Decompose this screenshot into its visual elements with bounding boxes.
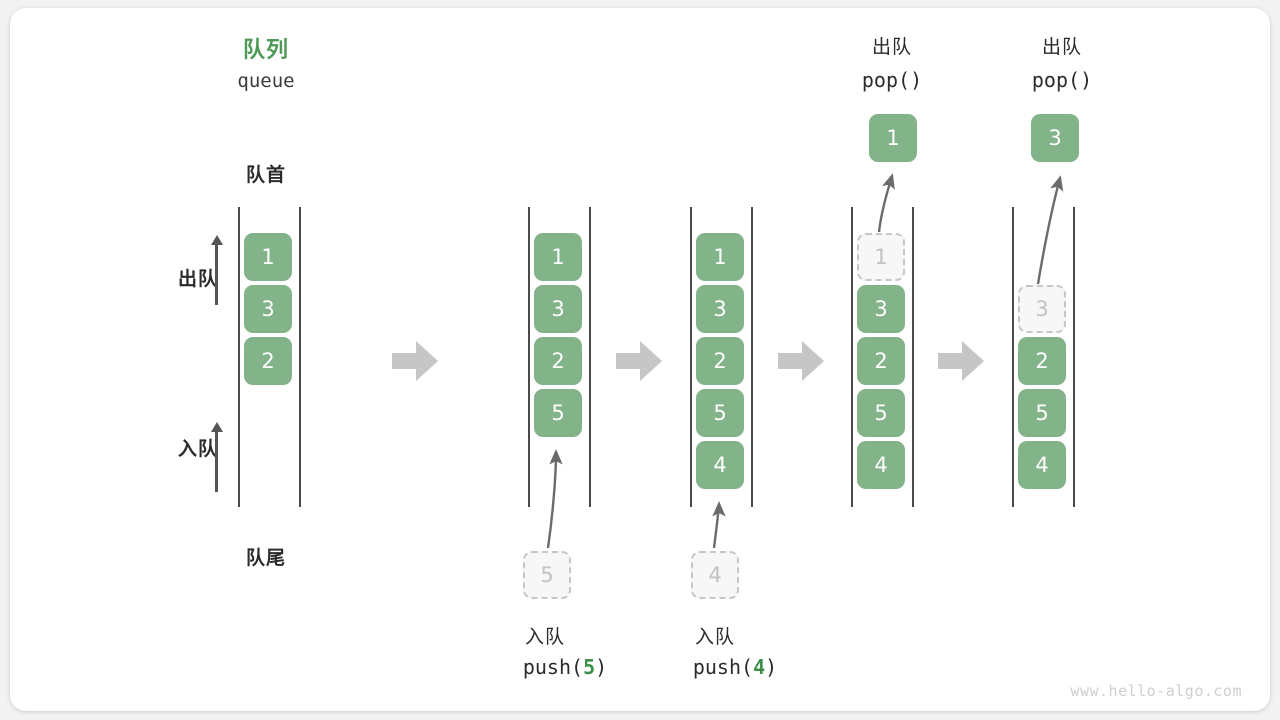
operation-label-code: pop() bbox=[982, 68, 1142, 92]
op-code-suffix: ) bbox=[1080, 68, 1093, 92]
queue-cell-new: 4 bbox=[696, 441, 744, 489]
step-arrow-icon bbox=[938, 341, 984, 381]
queue-rail-left-stage-1 bbox=[238, 207, 240, 507]
queue-cell: 2 bbox=[696, 337, 744, 385]
queue-cell: 3 bbox=[857, 285, 905, 333]
queue-cell: 5 bbox=[1018, 389, 1066, 437]
popped-element: 1 bbox=[869, 114, 917, 162]
front-label: 队首 bbox=[245, 164, 286, 186]
queue-cell: 5 bbox=[857, 389, 905, 437]
incoming-element-ghost: 4 bbox=[691, 551, 739, 599]
queue-rail-left-stage-5 bbox=[1012, 207, 1014, 507]
op-code-arg: 5 bbox=[583, 655, 596, 679]
enqueue-label: 入队 bbox=[177, 438, 218, 460]
page-title-en: queue bbox=[237, 70, 295, 92]
operation-label-cn: 入队 bbox=[694, 626, 735, 648]
op-code-suffix: ) bbox=[765, 655, 778, 679]
queue-rail-right-stage-2 bbox=[589, 207, 591, 507]
queue-rail-left-stage-4 bbox=[851, 207, 853, 507]
operation-label-code: push(5) bbox=[465, 655, 665, 679]
queue-cell: 1 bbox=[244, 233, 292, 281]
queue-rail-left-stage-2 bbox=[528, 207, 530, 507]
op-code-arg: 4 bbox=[753, 655, 766, 679]
operation-label-cn: 出队 bbox=[871, 36, 912, 58]
queue-cell: 4 bbox=[857, 441, 905, 489]
queue-cell: 1 bbox=[534, 233, 582, 281]
queue-cell: 5 bbox=[696, 389, 744, 437]
popped-element: 3 bbox=[1031, 114, 1079, 162]
dequeue-label: 出队 bbox=[177, 268, 218, 290]
operation-label-cn: 入队 bbox=[524, 626, 565, 648]
queue-rail-right-stage-1 bbox=[299, 207, 301, 507]
watermark: www.hello-algo.com bbox=[1070, 682, 1242, 700]
enqueue-direction-arrow bbox=[210, 422, 223, 492]
rear-label: 队尾 bbox=[245, 547, 286, 569]
operation-label-code: push(4) bbox=[635, 655, 835, 679]
op-code-prefix: pop( bbox=[861, 68, 911, 92]
op-code-prefix: push( bbox=[692, 655, 754, 679]
queue-cell: 1 bbox=[696, 233, 744, 281]
queue-cell: 2 bbox=[534, 337, 582, 385]
queue-cell-new: 5 bbox=[534, 389, 582, 437]
step-arrow-icon bbox=[778, 341, 824, 381]
queue-cell: 3 bbox=[696, 285, 744, 333]
queue-cell-removed: 3 bbox=[1018, 285, 1066, 333]
incoming-element-ghost: 5 bbox=[523, 551, 571, 599]
queue-rail-right-stage-3 bbox=[751, 207, 753, 507]
queue-cell: 3 bbox=[534, 285, 582, 333]
queue-cell: 3 bbox=[244, 285, 292, 333]
dequeue-direction-arrow bbox=[210, 235, 223, 305]
queue-rail-right-stage-5 bbox=[1073, 207, 1075, 507]
step-arrow-icon bbox=[392, 341, 438, 381]
queue-rail-right-stage-4 bbox=[912, 207, 914, 507]
queue-cell: 2 bbox=[1018, 337, 1066, 385]
operation-label-code: pop() bbox=[812, 68, 972, 92]
op-code-prefix: pop( bbox=[1031, 68, 1081, 92]
queue-cell: 2 bbox=[857, 337, 905, 385]
queue-cell-removed: 1 bbox=[857, 233, 905, 281]
queue-cell: 2 bbox=[244, 337, 292, 385]
operation-label-cn: 出队 bbox=[1041, 36, 1082, 58]
step-arrow-icon bbox=[616, 341, 662, 381]
queue-rail-left-stage-3 bbox=[690, 207, 692, 507]
op-code-suffix: ) bbox=[595, 655, 608, 679]
op-code-prefix: push( bbox=[522, 655, 584, 679]
op-code-suffix: ) bbox=[910, 68, 923, 92]
page-title-cn: 队列 bbox=[242, 38, 289, 63]
queue-cell: 4 bbox=[1018, 441, 1066, 489]
